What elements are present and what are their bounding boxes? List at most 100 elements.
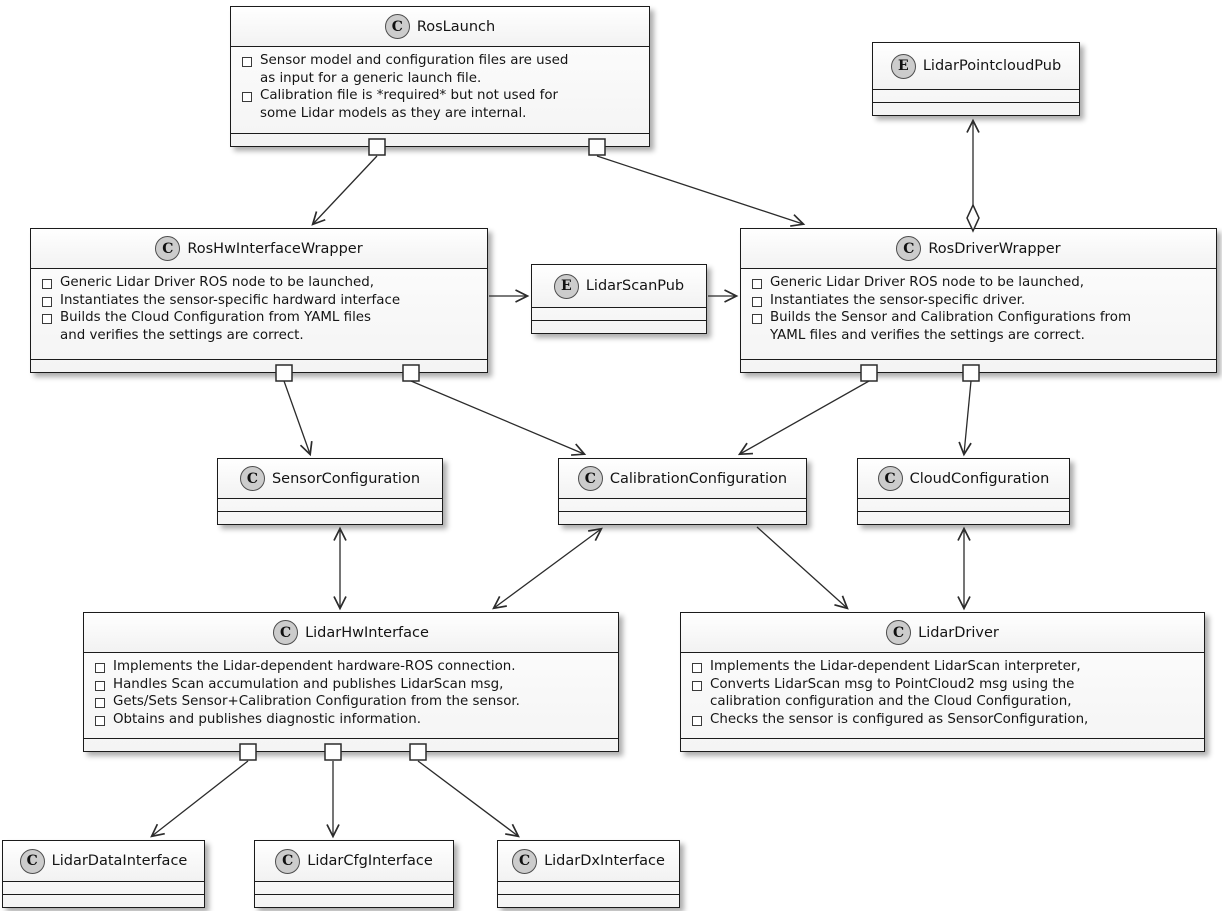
empty-compartment [873,89,1079,102]
class-roslaunch-title: C RosLaunch [231,7,649,47]
member-item: Gets/Sets Sensor+Calibration Configurati… [93,693,609,711]
empty-compartment [231,133,649,146]
field-square-icon [42,314,52,325]
edge-roshwinterfacewrapper-to-sensorconfiguration [283,380,313,457]
class-icon: C [384,14,410,39]
empty-compartment [532,320,706,333]
member-item: Checks the sensor is configured as Senso… [690,711,1195,729]
class-icon: C [275,848,301,874]
empty-compartment [3,881,204,894]
class-name: LidarDxInterface [544,853,665,869]
member-item: Generic Lidar Driver ROS node to be laun… [40,274,478,292]
edge-calibrationconfiguration-to-lidardriver [756,526,849,610]
empty-compartment [559,498,806,511]
class-lidarscanpub: E LidarScanPub [531,264,707,334]
empty-compartment [498,894,679,907]
class-icon: C [886,620,912,645]
class-roshwinterfacewrapper-members: Generic Lidar Driver ROS node to be laun… [31,269,487,359]
member-item: Sensor model and configuration files are… [240,52,640,87]
empty-compartment [559,511,806,524]
class-name: RosLaunch [416,18,496,35]
edge-roslaunch-to-roshwinterfacewrapper [311,155,378,226]
class-name: LidarHwInterface [305,624,429,641]
class-roshwinterfacewrapper: C RosHwInterfaceWrapper Generic Lidar Dr… [30,228,488,373]
class-roslaunch-members: Sensor model and configuration files are… [231,47,649,133]
class-lidardatainterface-title: C LidarDataInterface [3,841,204,881]
edge-roslaunch-to-rosdriverwrapper [596,155,806,227]
field-square-icon [42,279,52,289]
edge-calibrationconfiguration-to-lidarhwinterface [492,527,603,610]
edge-rosdriverwrapper-to-cloudconfiguration [958,380,972,457]
field-square-icon [242,92,252,103]
empty-compartment [532,307,706,320]
member-item: Instantiates the sensor-specific hardwar… [40,292,478,310]
empty-compartment [681,738,1204,751]
class-name: SensorConfiguration [271,470,421,487]
class-name: LidarDataInterface [51,853,188,869]
empty-compartment [84,738,618,751]
field-square-icon [42,296,52,307]
class-sensorconfiguration: C SensorConfiguration [217,458,443,525]
class-icon: C [577,466,603,491]
class-rosdriverwrapper-title: C RosDriverWrapper [741,229,1216,269]
member-item: Converts LidarScan msg to PointCloud2 ms… [690,676,1195,711]
field-square-icon [692,716,702,727]
class-lidardxinterface: C LidarDxInterface [497,840,680,908]
field-square-icon [95,716,105,727]
class-sensorconfiguration-title: C SensorConfiguration [218,459,442,498]
empty-compartment [218,511,442,524]
edge-lidarhwinterface-to-lidardatainterface [150,760,249,838]
edge-roshwinterfacewrapper-to-calibrationconfiguration [410,380,587,456]
class-lidardatainterface: C LidarDataInterface [2,840,205,908]
class-icon: C [273,620,299,645]
class-lidarscanpub-title: E LidarScanPub [532,265,706,307]
member-item: Instantiates the sensor-specific driver. [750,292,1207,310]
class-lidarcfginterface: C LidarCfgInterface [254,840,454,908]
class-calibrationconfiguration: C CalibrationConfiguration [558,458,807,525]
class-lidardxinterface-title: C LidarDxInterface [498,841,679,881]
field-square-icon [95,680,105,691]
field-square-icon [95,663,105,673]
empty-compartment [31,359,487,372]
empty-compartment [498,881,679,894]
empty-compartment [255,881,453,894]
class-icon: C [877,466,903,491]
edge-rosdriverwrapper-to-calibrationconfiguration [737,380,870,456]
class-name: LidarScanPub [585,278,685,294]
field-square-icon [752,296,762,307]
class-icon: C [239,466,265,491]
class-name: CalibrationConfiguration [609,470,788,487]
member-item: Generic Lidar Driver ROS node to be laun… [750,274,1207,292]
empty-compartment [741,359,1216,372]
class-cloudconfiguration: C CloudConfiguration [857,458,1070,525]
class-icon: C [512,848,538,874]
class-name: LidarPointcloudPub [922,58,1062,74]
class-lidarcfginterface-title: C LidarCfgInterface [255,841,453,881]
member-item: Obtains and publishes diagnostic informa… [93,711,609,729]
member-item: Calibration file is *required* but not u… [240,87,640,122]
field-square-icon [692,663,702,673]
empty-compartment [873,102,1079,115]
class-lidarpointcloudpub-title: E LidarPointcloudPub [873,43,1079,89]
member-item: Builds the Sensor and Calibration Config… [750,309,1207,344]
class-name: RosDriverWrapper [928,240,1061,257]
class-icon: C [19,848,45,874]
class-lidardriver-title: C LidarDriver [681,613,1204,653]
field-square-icon [242,57,252,67]
class-icon: C [896,236,922,261]
class-name: CloudConfiguration [909,470,1050,487]
field-square-icon [692,680,702,691]
class-cloudconfiguration-title: C CloudConfiguration [858,459,1069,498]
empty-compartment [255,894,453,907]
class-rosdriverwrapper-members: Generic Lidar Driver ROS node to be laun… [741,269,1216,359]
class-name: LidarCfgInterface [307,853,433,869]
class-calibrationconfiguration-title: C CalibrationConfiguration [559,459,806,498]
member-item: Builds the Cloud Configuration from YAML… [40,309,478,344]
class-lidarhwinterface-title: C LidarHwInterface [84,613,618,653]
class-roshwinterfacewrapper-title: C RosHwInterfaceWrapper [31,229,487,269]
class-rosdriverwrapper: C RosDriverWrapper Generic Lidar Driver … [740,228,1217,373]
class-lidarhwinterface: C LidarHwInterface Implements the Lidar-… [83,612,619,752]
field-square-icon [95,698,105,709]
entity-icon: E [890,53,916,79]
